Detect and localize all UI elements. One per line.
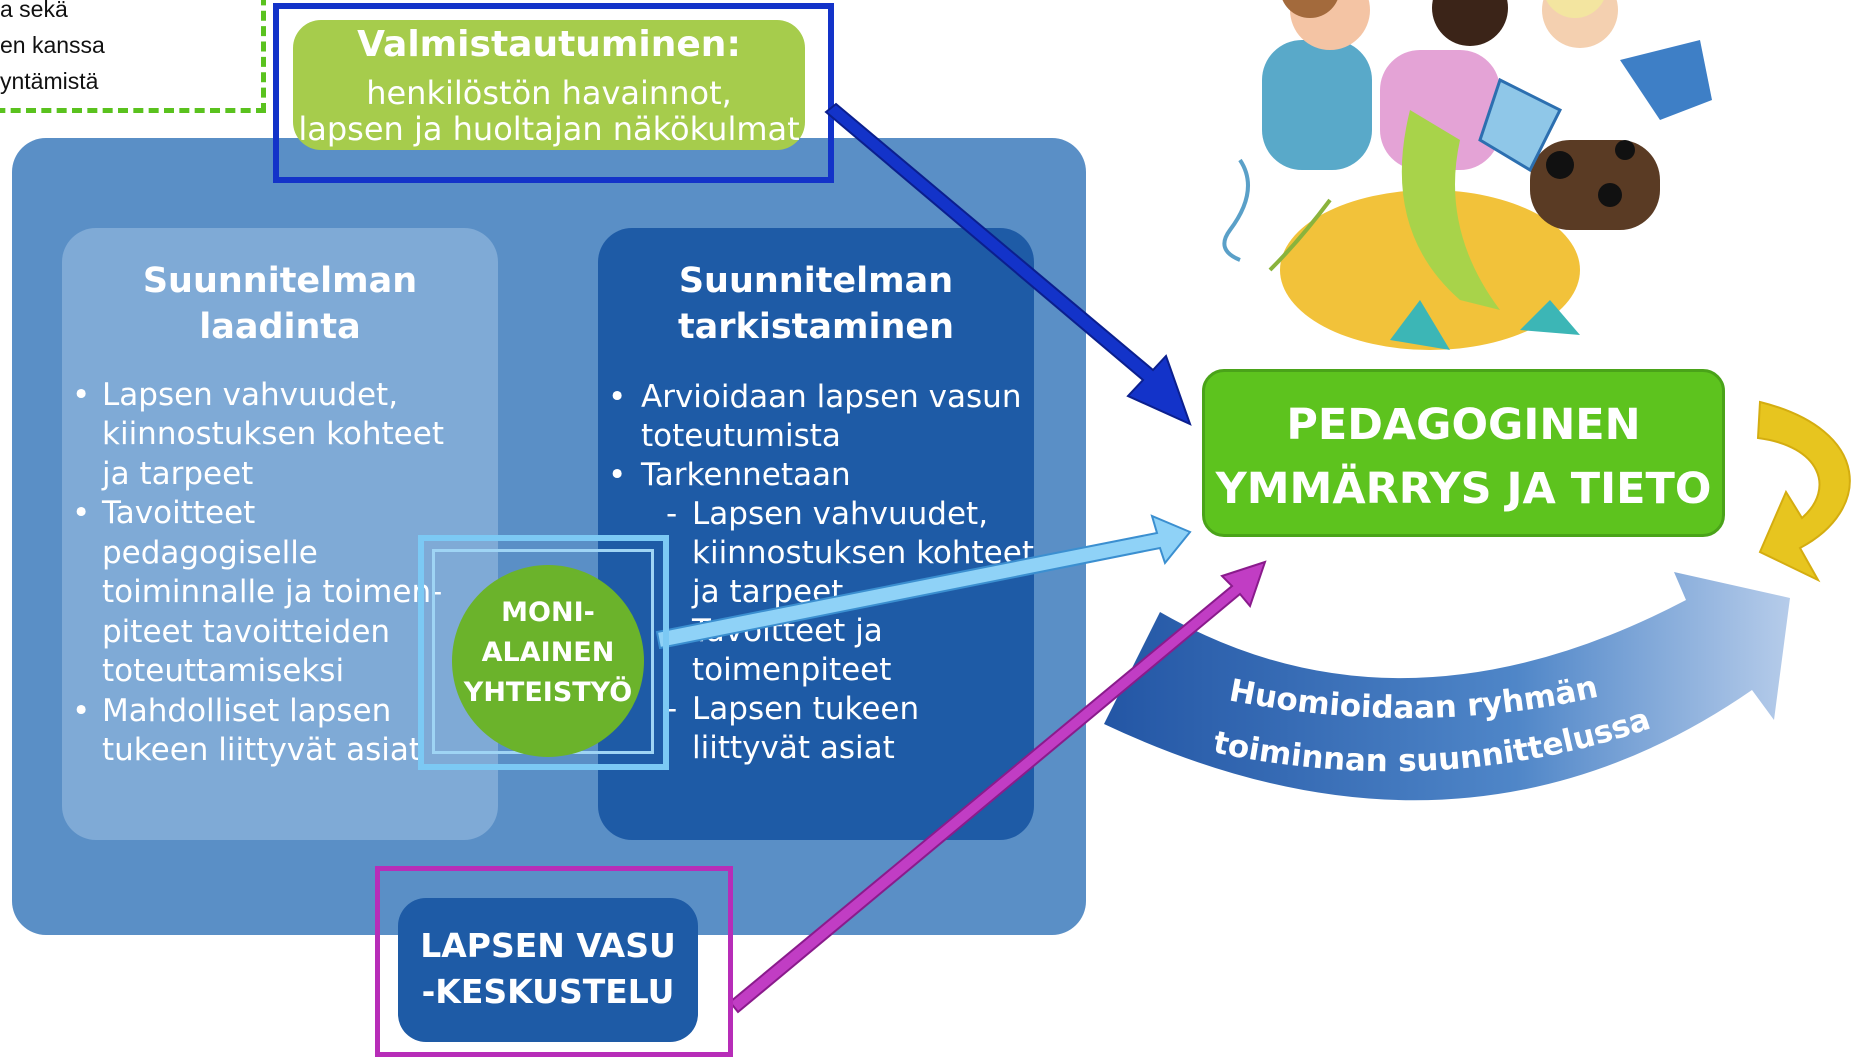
vasu-discussion-frame [375,866,733,1057]
planning-row: toiminnalle ja toimen- [102,574,443,610]
multiprofessional-arrow [655,514,1192,650]
planning-row: pedagogiselle [102,535,318,571]
preparation-arrow [824,102,1192,426]
multiprofessional-frame [418,535,669,770]
planning-title-line-1: Suunnitelman [142,261,418,301]
multiprofessional-line-2: ALAINEN [481,637,615,668]
preparation-box: Valmistautuminen: henkilöstön havainnot,… [293,20,805,150]
vasu-discussion-arrow [728,560,1267,1014]
planning-bullet: • [72,495,91,531]
note-dashed-frame [0,0,266,113]
planning-row: ja tarpeet [102,456,254,492]
note-line-1: a sekä [0,0,68,22]
review-title-line-2: tarkistaminen [677,307,955,347]
vasu-discussion-box: LAPSEN VASU -KESKUSTELU [398,898,698,1042]
pedagogical-understanding-box: PEDAGOGINEN YMMÄRRYS JA TIETO [1202,369,1725,537]
planning-panel: Suunnitelman laadinta • Lapsen vahvuudet… [62,228,498,840]
preparation-line-2: lapsen ja huoltajan näkökulmat [298,110,800,148]
multiprofessional-line-1: MONI- [501,597,595,628]
planning-bullet: • [72,377,91,413]
planning-row: Tavoitteet [102,495,256,531]
planning-row: piteet tavoitteiden [102,614,391,650]
vasu-line-1: LAPSEN VASU [420,926,676,965]
vasu-line-2: -KESKUSTELU [421,972,675,1011]
review-row: Tarkennetaan [641,457,851,493]
planning-bullet: • [72,693,91,729]
preparation-line-1: henkilöstön havainnot, [366,74,732,112]
review-row: toteutumista [641,418,841,454]
planning-row: tukeen liittyvät asiat [102,732,422,768]
pedagogical-line-2: YMMÄRRYS JA TIETO [1215,464,1712,514]
planning-row: Mahdolliset lapsen [102,693,392,729]
review-panel: Suunnitelman tarkistaminen • Arvioidaan … [598,228,1034,840]
yellow-feedback-arrow [1756,400,1851,583]
preparation-highlight-frame [273,3,834,183]
note-box: a sekä en kanssa yntämistä [0,0,268,116]
pedagogical-line-1: PEDAGOGINEN [1286,400,1641,450]
review-row: Lapsen tukeen [692,691,920,727]
review-dash: - [666,496,678,532]
children-playing-illustration [1222,0,1712,350]
multiprofessional-circle: MONI- ALAINEN YHTEISTYÖ [452,565,644,757]
note-line-3: yntämistä [0,68,99,94]
preparation-title: Valmistautuminen: [357,24,741,65]
review-title-line-1: Suunnitelman [678,261,954,301]
review-bullet: • [608,379,627,415]
review-row: Arvioidaan lapsen vasun [641,379,1022,415]
review-bullet: • [608,457,627,493]
planning-row: Lapsen vahvuudet, [102,377,399,413]
review-row: kiinnostuksen kohteet [692,535,1034,571]
planning-row: toteuttamiseksi [102,653,345,689]
multiprofessional-line-3: YHTEISTYÖ [463,677,633,708]
note-line-2: en kanssa [0,32,105,58]
review-row: liittyvät asiat [692,730,895,766]
review-row: Lapsen vahvuudet, [692,496,989,532]
review-dash: - [666,691,678,727]
review-row: toimenpiteet [692,652,892,688]
planning-title-line-2: laadinta [199,307,361,347]
planning-row: kiinnostuksen kohteet [102,416,444,452]
group-planning-arrow [1104,572,1790,801]
